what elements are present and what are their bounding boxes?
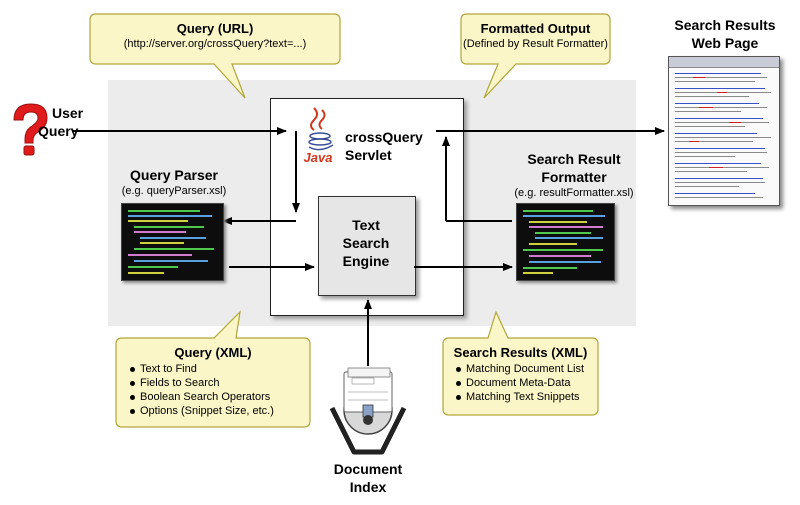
result-formatter-label: Search Result Formatter (e.g. resultForm… xyxy=(496,150,652,200)
servlet-line2: Servlet xyxy=(345,147,392,163)
user-query-line2: Query xyxy=(38,123,79,139)
engine-line2: Search xyxy=(342,235,390,251)
list-item: Matching Text Snippets xyxy=(456,390,584,404)
query-url-title: Query (URL) xyxy=(176,21,254,36)
search-results-xml-title-text: Search Results (XML) xyxy=(453,345,588,360)
query-url-callout-text: Query (URL) (http://server.org/crossQuer… xyxy=(90,20,340,51)
java-logo-text: Java xyxy=(303,150,333,165)
result-formatter-subtitle: (e.g. resultFormatter.xsl) xyxy=(514,187,634,199)
search-results-xml-list: Matching Document List Document Meta-Dat… xyxy=(456,362,584,404)
callout-query-url xyxy=(89,13,341,99)
user-query-line1: User xyxy=(52,105,84,121)
result-formatter-code-panel xyxy=(516,203,615,281)
search-results-xml-title: Search Results (XML) xyxy=(443,344,598,361)
callout-search-results-xml xyxy=(442,310,599,416)
query-url-subtitle: (http://server.org/crossQuery?text=...) xyxy=(123,38,307,50)
list-item: Document Meta-Data xyxy=(456,376,584,390)
list-item: Fields to Search xyxy=(130,376,274,390)
list-item: Matching Document List xyxy=(456,362,584,376)
formatted-output-callout-text: Formatted Output (Defined by Result Form… xyxy=(461,20,610,51)
engine-line3: Engine xyxy=(342,253,390,269)
query-xml-list: Text to Find Fields to Search Boolean Se… xyxy=(130,362,274,418)
query-parser-code-panel xyxy=(121,203,224,281)
query-xml-title-text: Query (XML) xyxy=(174,345,252,360)
rolodex-icon xyxy=(329,367,407,455)
callout-query-xml xyxy=(115,310,311,428)
results-page-line1: Search Results xyxy=(674,17,776,33)
question-mark-icon xyxy=(13,103,48,156)
user-query-label: User Query xyxy=(38,104,84,140)
query-xml-title: Query (XML) xyxy=(116,344,310,361)
servlet-line1: crossQuery xyxy=(345,129,423,145)
results-page-label: Search Results Web Page xyxy=(655,16,795,52)
search-engine-box xyxy=(318,196,416,296)
document-index-line1: Document xyxy=(333,461,403,477)
servlet-label: crossQuery Servlet xyxy=(345,128,423,164)
callout-formatted-output xyxy=(460,13,611,99)
list-item: Text to Find xyxy=(130,362,274,376)
query-parser-subtitle: (e.g. queryParser.xsl) xyxy=(121,185,227,197)
engine-label: Text Search Engine xyxy=(318,216,414,270)
engine-line1: Text xyxy=(352,217,380,233)
document-index-line2: Index xyxy=(349,479,387,495)
list-item: Options (Snippet Size, etc.) xyxy=(130,404,274,418)
result-formatter-line1: Search Result xyxy=(527,151,621,167)
results-page-thumbnail xyxy=(668,56,780,206)
formatted-output-title: Formatted Output xyxy=(480,21,591,36)
formatted-output-subtitle: (Defined by Result Formatter) xyxy=(463,38,608,50)
query-parser-label: Query Parser (e.g. queryParser.xsl) xyxy=(104,166,244,198)
java-logo-icon xyxy=(308,107,334,151)
document-index-label: Document Index xyxy=(308,460,428,496)
query-parser-title: Query Parser xyxy=(130,167,218,183)
result-formatter-line2: Formatter xyxy=(541,169,607,185)
results-page-line2: Web Page xyxy=(691,35,759,51)
list-item: Boolean Search Operators xyxy=(130,390,274,404)
